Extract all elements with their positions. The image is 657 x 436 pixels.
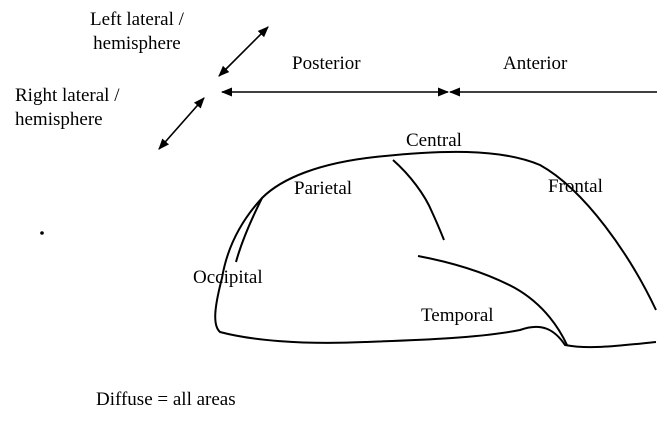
right-lateral-line1: Right lateral / — [15, 84, 119, 108]
stray-dot — [40, 231, 44, 235]
frontal-label: Frontal — [548, 175, 603, 199]
occipital-boundary — [236, 198, 262, 262]
right-lateral-label: Right lateral / hemisphere — [15, 84, 119, 132]
occipital-label: Occipital — [193, 266, 263, 290]
diffuse-note: Diffuse = all areas — [96, 388, 236, 412]
left-lateral-line2: hemisphere — [90, 32, 184, 56]
left-lateral-line1: Left lateral / — [90, 8, 184, 32]
parietal-label: Parietal — [294, 177, 352, 201]
anterior-label: Anterior — [503, 52, 567, 76]
central-sulcus — [393, 160, 444, 240]
right-lateral-arrow — [159, 98, 204, 149]
temporal-label: Temporal — [421, 304, 494, 328]
left-lateral-label: Left lateral / hemisphere — [90, 8, 184, 56]
central-label: Central — [406, 129, 462, 153]
lateral-fissure — [418, 256, 567, 345]
posterior-label: Posterior — [292, 52, 361, 76]
left-lateral-arrow — [219, 27, 268, 76]
right-lateral-line2: hemisphere — [15, 108, 119, 132]
